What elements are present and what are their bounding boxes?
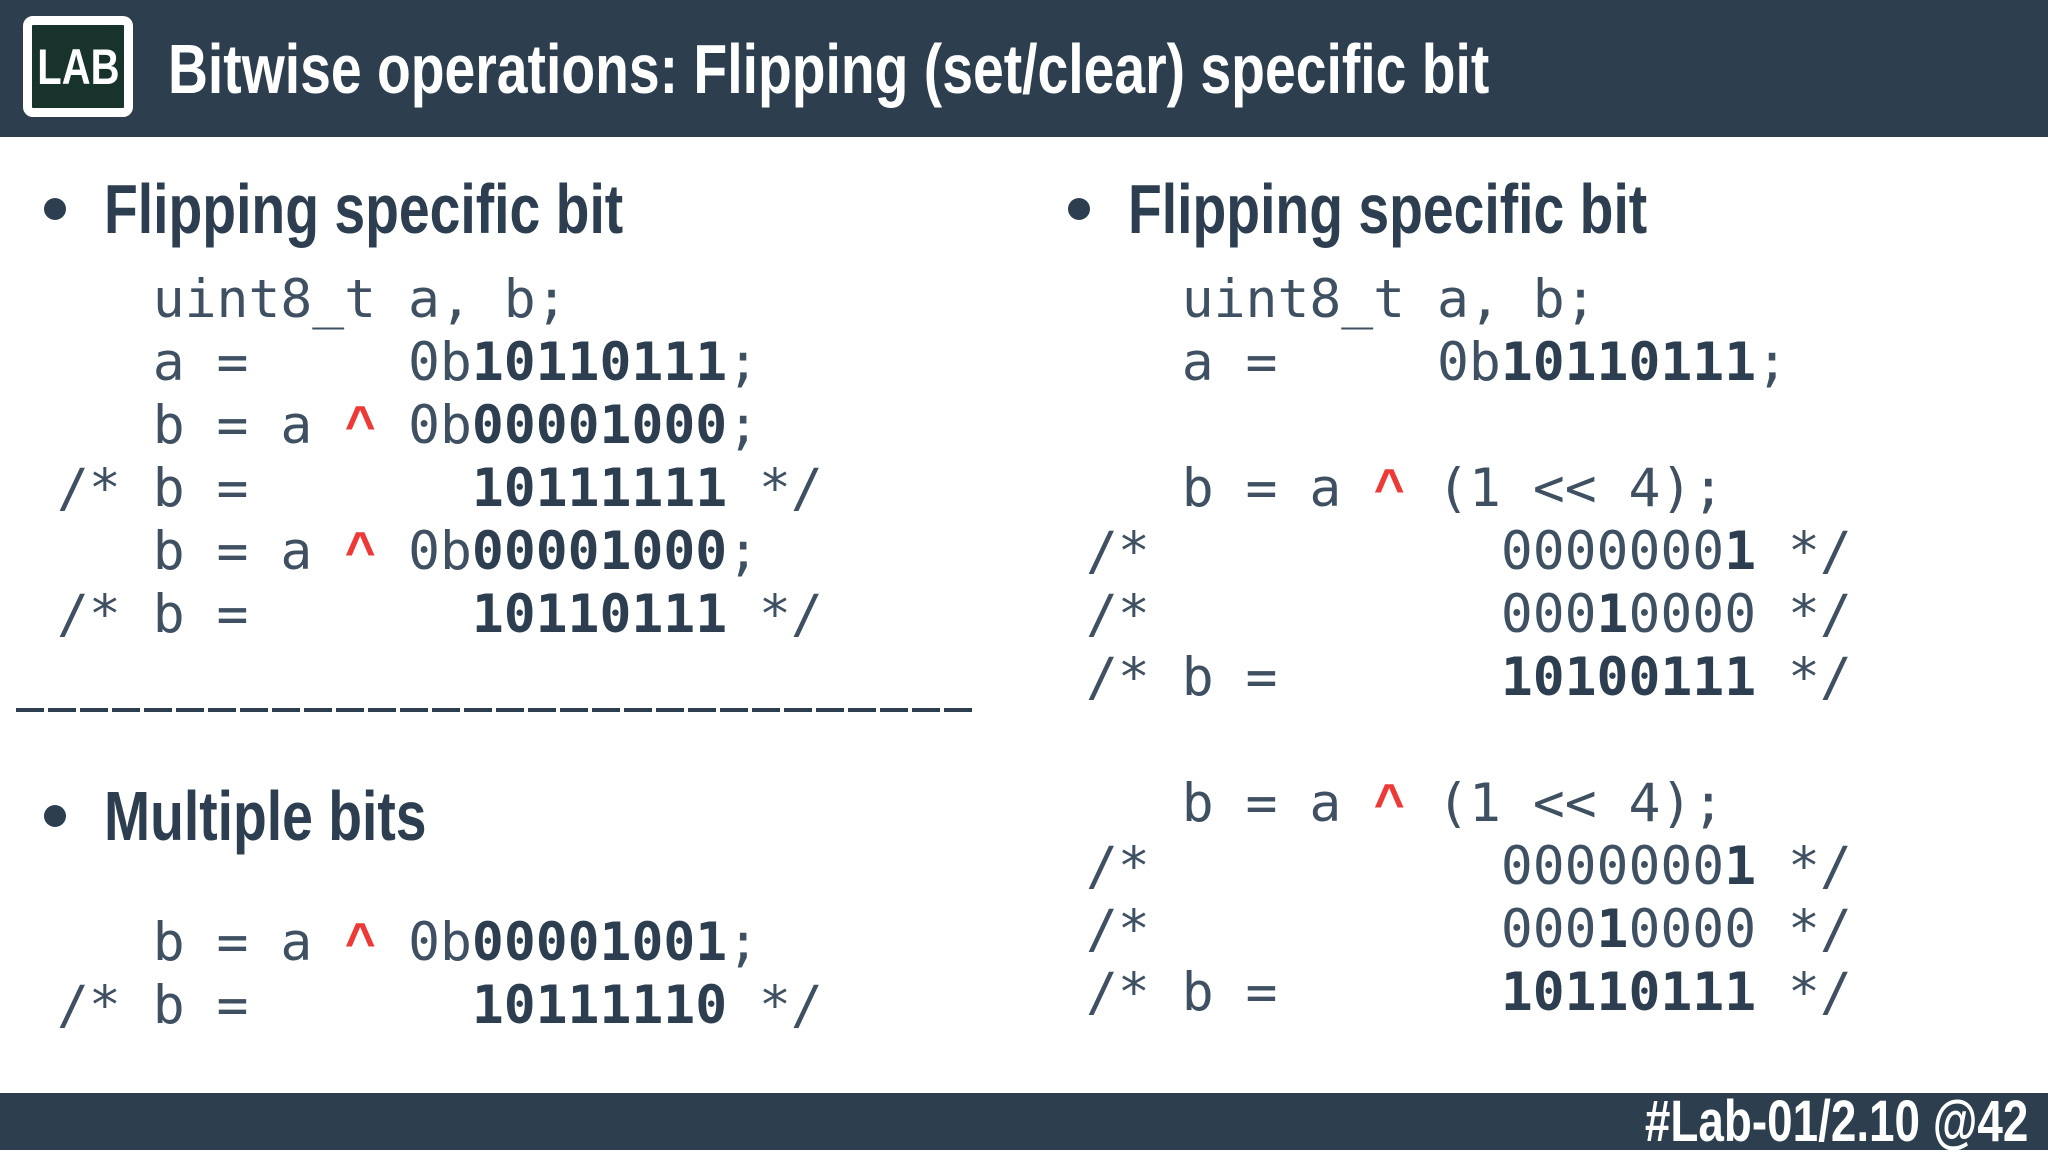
- code-text: uint8_t a, b;: [1086, 269, 1597, 330]
- bullet-icon: [44, 198, 66, 220]
- code-text: 0b: [376, 912, 472, 973]
- code-bold-bits: 1: [1596, 584, 1629, 645]
- bullet-icon: [1068, 198, 1090, 220]
- section-heading-label: Multiple bits: [104, 777, 427, 855]
- code-text: ;: [1756, 332, 1789, 393]
- code-bold-bits: 00001001: [471, 912, 728, 973]
- code-text: b = a: [57, 912, 345, 973]
- code-line: uint8_t a, b;: [57, 268, 823, 331]
- code-text: 0000 */: [1628, 584, 1852, 645]
- xor-caret: ^: [1373, 774, 1405, 833]
- code-text: /* b =: [57, 975, 472, 1036]
- code-text: /* b =: [1086, 647, 1501, 708]
- code-text: */: [727, 975, 823, 1036]
- code-line: /* b = 10110111 */: [1086, 961, 1852, 1024]
- code-text: /* b =: [1086, 962, 1501, 1023]
- code-bold-bits: 1: [1596, 899, 1629, 960]
- code-bold-bits: 00001000: [471, 521, 728, 582]
- lab-logo-label: LAB: [36, 38, 120, 95]
- code-text: b = a: [1086, 458, 1374, 519]
- slide-header: LAB Bitwise operations: Flipping (set/cl…: [0, 0, 2048, 137]
- code-line: /* 00000001 */: [1086, 520, 1852, 583]
- bullet-icon: [44, 805, 66, 827]
- slide-title: Bitwise operations: Flipping (set/clear)…: [168, 29, 1490, 108]
- code-text: */: [1756, 962, 1852, 1023]
- slide-footer: #Lab-01/2.10 @42: [0, 1088, 2048, 1154]
- code-text: /* 0000000: [1086, 836, 1725, 897]
- code-text: ;: [727, 395, 760, 456]
- code-text: b = a: [57, 521, 345, 582]
- code-text: /* b =: [57, 584, 472, 645]
- lab-logo: LAB: [23, 16, 133, 117]
- code-bold-bits: 10110111: [1500, 332, 1757, 393]
- code-line: a = 0b10110111;: [57, 331, 823, 394]
- code-bold-bits: 10111110: [471, 975, 728, 1036]
- code-text: 0000 */: [1628, 899, 1852, 960]
- code-line: /* 00010000 */: [1086, 898, 1852, 961]
- code-text: */: [727, 458, 823, 519]
- code-text: 0b: [376, 395, 472, 456]
- footer-label: #Lab-01/2.10 @42: [1644, 1088, 2028, 1154]
- code-block-flip-binary: uint8_t a, b; a = 0b10110111; b = a ^ 0b…: [57, 268, 823, 646]
- code-line: [1086, 394, 1852, 457]
- code-bold-bits: 10110111: [471, 332, 728, 393]
- code-line: [1086, 709, 1852, 772]
- xor-caret: ^: [344, 522, 376, 581]
- xor-caret: ^: [1373, 459, 1405, 518]
- code-bold-bits: 1: [1724, 521, 1757, 582]
- code-block-flip-shift: uint8_t a, b; a = 0b10110111; b = a ^ (1…: [1086, 268, 1852, 1024]
- code-text: */: [1756, 647, 1852, 708]
- code-line: /* b = 10110111 */: [57, 583, 823, 646]
- code-text: ;: [727, 332, 760, 393]
- section-heading-multiple-bits: Multiple bits: [44, 777, 512, 855]
- code-bold-bits: 00001000: [471, 395, 728, 456]
- code-line: /* b = 10100111 */: [1086, 646, 1852, 709]
- code-line: uint8_t a, b;: [1086, 268, 1852, 331]
- code-text: /* 000: [1086, 584, 1597, 645]
- code-line: /* b = 10111111 */: [57, 457, 823, 520]
- code-bold-bits: 10111111: [471, 458, 728, 519]
- section-heading-right-top: Flipping specific bit: [1068, 170, 1785, 248]
- xor-caret: ^: [344, 913, 376, 972]
- code-text: */: [1756, 836, 1852, 897]
- code-text: ;: [727, 521, 760, 582]
- code-line: b = a ^ 0b00001000;: [57, 520, 823, 583]
- code-text: 0b: [376, 521, 472, 582]
- code-line: b = a ^ 0b00001000;: [57, 394, 823, 457]
- section-heading-label: Flipping specific bit: [1128, 170, 1648, 248]
- code-bold-bits: 10110111: [471, 584, 728, 645]
- code-text: ;: [727, 912, 760, 973]
- code-text: uint8_t a, b;: [57, 269, 568, 330]
- code-text: (1 << 4);: [1405, 773, 1725, 834]
- code-text: /* b =: [57, 458, 472, 519]
- code-bold-bits: 10110111: [1500, 962, 1757, 1023]
- code-text: */: [1756, 521, 1852, 582]
- code-text: /* 0000000: [1086, 521, 1725, 582]
- code-line: b = a ^ 0b00001001;: [57, 911, 823, 974]
- code-text: /* 000: [1086, 899, 1597, 960]
- section-divider: [16, 708, 973, 712]
- code-bold-bits: 1: [1724, 836, 1757, 897]
- code-bold-bits: 10100111: [1500, 647, 1757, 708]
- code-text: b = a: [1086, 773, 1374, 834]
- code-block-multiple-bits: b = a ^ 0b00001001;/* b = 10111110 */: [57, 911, 823, 1037]
- code-line: /* b = 10111110 */: [57, 974, 823, 1037]
- xor-caret: ^: [344, 396, 376, 455]
- code-line: a = 0b10110111;: [1086, 331, 1852, 394]
- code-line: /* 00000001 */: [1086, 835, 1852, 898]
- code-text: */: [727, 584, 823, 645]
- code-line: b = a ^ (1 << 4);: [1086, 457, 1852, 520]
- code-line: b = a ^ (1 << 4);: [1086, 772, 1852, 835]
- code-text: b = a: [57, 395, 345, 456]
- code-text: a = 0b: [1086, 332, 1501, 393]
- section-heading-left-top: Flipping specific bit: [44, 170, 761, 248]
- section-heading-label: Flipping specific bit: [104, 170, 624, 248]
- code-text: a = 0b: [57, 332, 472, 393]
- code-text: (1 << 4);: [1405, 458, 1725, 519]
- code-line: /* 00010000 */: [1086, 583, 1852, 646]
